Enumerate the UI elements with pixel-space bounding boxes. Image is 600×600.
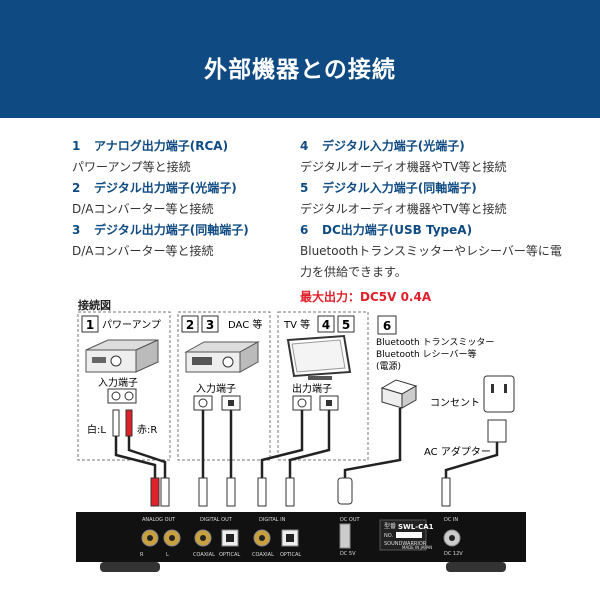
- ac-adapter-label: AC アダプター: [424, 445, 491, 458]
- dac-icon: [184, 341, 260, 373]
- max-output-note: 最大出力：DC5V 0.4A: [300, 290, 432, 304]
- foot-left: [100, 562, 160, 572]
- panel-digital-in: DIGITAL IN: [259, 517, 286, 523]
- serial-label: NO.: [384, 533, 393, 539]
- tv-icon: [286, 334, 352, 380]
- panel-l: L: [166, 552, 169, 558]
- tv-coaxial-port: [297, 398, 307, 408]
- tv-output-label: 出力端子: [292, 382, 332, 395]
- red-r-label: 赤:R: [137, 424, 157, 436]
- brand-label: SOUNDWARRIOR: [384, 541, 427, 547]
- bt-line2: Bluetooth レシーバー等: [376, 348, 476, 360]
- rca-plug-red: [125, 409, 133, 437]
- amp-input-l: [111, 391, 121, 401]
- plug-coaxial-in: [257, 477, 267, 507]
- plug-optical-in: [285, 477, 295, 507]
- made-in-label: MADE IN JAPAN: [402, 545, 432, 550]
- panel-r: R: [140, 552, 144, 558]
- panel-dc-12v: DC 12V: [444, 551, 463, 557]
- panel-coaxial2: COAXIAL: [252, 552, 274, 558]
- cables: [114, 408, 499, 480]
- plug-usb: [337, 477, 353, 505]
- panel-optical2: OPTICAL: [280, 552, 301, 558]
- model-number: SWL-CA1: [398, 523, 434, 531]
- box-tv: [277, 311, 369, 461]
- item-desc-5: デジタルオーディオ機器やTV等と接続: [300, 202, 507, 216]
- panel-dc-in: DC IN: [444, 517, 458, 523]
- panel-dc-out: DC OUT: [340, 517, 361, 523]
- outlet-icon: [483, 375, 515, 413]
- amp-input-label: 入力端子: [98, 376, 138, 389]
- num-box-6: [377, 315, 397, 335]
- panel-optical: OPTICAL: [219, 552, 240, 558]
- ac-adapter-icon: [487, 419, 507, 443]
- foot-right: [446, 562, 506, 572]
- plug-coaxial-out: [198, 477, 208, 507]
- diagram-title: 接続図: [78, 299, 111, 312]
- outlet-label: コンセント: [430, 397, 480, 409]
- connection-diagram: 1 パワーアンプ 入力端子 白:L 赤:R 2 3 DAC 等 入力端子 TV …: [76, 311, 526, 572]
- num-box-1: [81, 315, 99, 333]
- plug-dc-in: [441, 477, 451, 507]
- plug-analog-r: [150, 477, 160, 507]
- item-desc-2: D/Aコンバーター等と接続: [72, 202, 214, 216]
- tv-label: TV 等: [283, 318, 310, 331]
- panel-digital-out: DIGITAL OUT: [200, 517, 233, 523]
- item-desc-6: Bluetoothトランスミッターやレシーバー等に電力を供給できます。: [300, 244, 562, 279]
- bluetooth-device-icon: [380, 379, 418, 409]
- header-banner: 外部機器との接続: [0, 0, 600, 118]
- plug-analog-l: [160, 477, 170, 507]
- white-l-label: 白:L: [87, 423, 106, 436]
- box-power-amp: [77, 311, 171, 461]
- power-amp-icon: [85, 339, 159, 373]
- num-5: 5: [342, 318, 350, 332]
- dac-coaxial-port: [198, 398, 208, 408]
- bt-line1: Bluetooth トランスミッター: [376, 337, 494, 348]
- panel-dc-5v: DC 5V: [340, 551, 356, 557]
- dac-label: DAC 等: [228, 318, 262, 331]
- rca-plug-white: [112, 409, 120, 437]
- bt-line3: (電源): [376, 361, 401, 372]
- num-6: 6: [383, 319, 391, 333]
- num-4: 4: [322, 318, 330, 332]
- num-3: 3: [206, 318, 214, 332]
- item-desc-3: D/Aコンバーター等と接続: [72, 244, 214, 258]
- box-dac: [177, 311, 271, 461]
- panel-coaxial: COAXIAL: [193, 552, 215, 558]
- plug-optical-out: [226, 477, 236, 507]
- panel-analog-out: ANALOG OUT: [142, 517, 176, 523]
- item-desc-4: デジタルオーディオ機器やTV等と接続: [300, 160, 507, 174]
- amp-input-r: [124, 391, 134, 401]
- usb-port: [339, 523, 351, 549]
- item-desc-1: パワーアンプ等と接続: [72, 160, 191, 174]
- num-1: 1: [86, 318, 94, 332]
- power-amp-label: パワーアンプ: [102, 319, 161, 331]
- model-prefix: 型番: [384, 522, 396, 530]
- num-2: 2: [186, 318, 194, 332]
- dac-input-label: 入力端子: [196, 382, 236, 395]
- page-title: 外部機器との接続: [204, 57, 396, 83]
